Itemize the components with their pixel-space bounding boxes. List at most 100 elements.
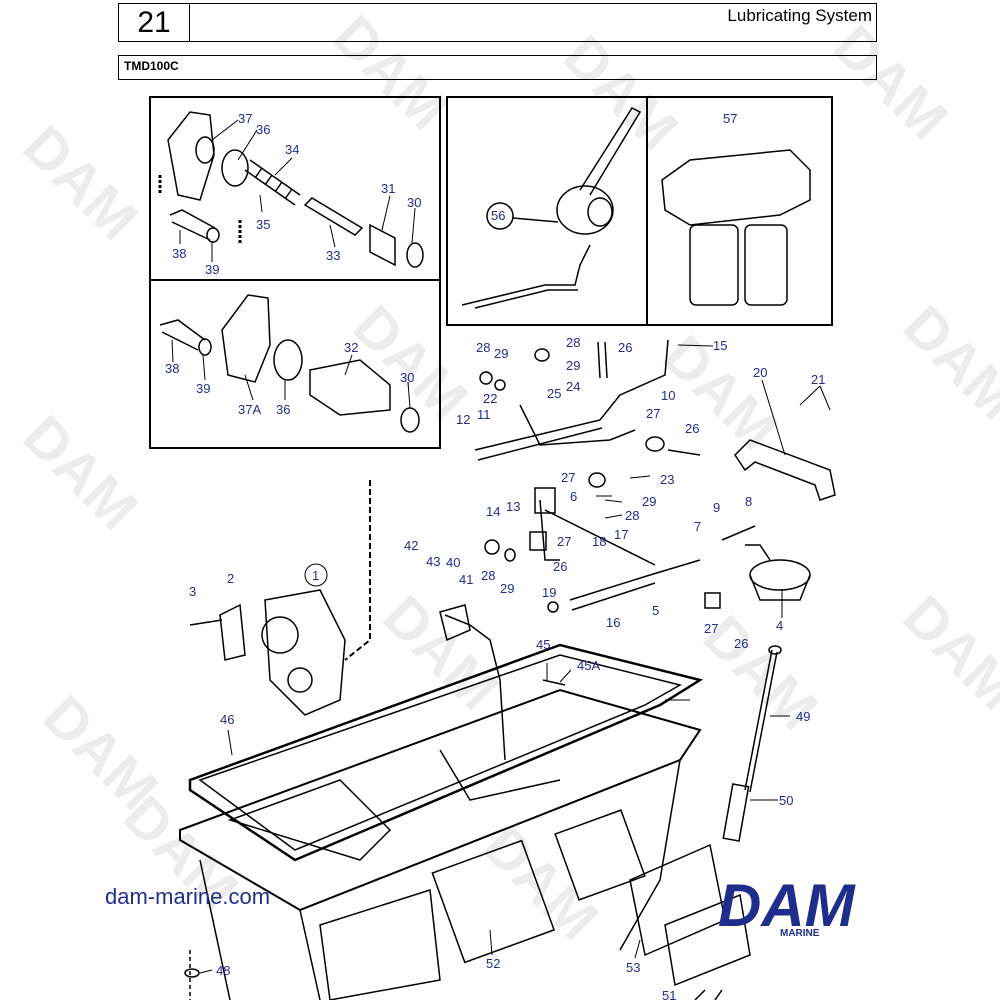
bracket-22 <box>519 404 636 446</box>
watermark: DAM <box>891 583 1000 722</box>
callout-label: 28 <box>566 335 580 350</box>
drain-plug-washer <box>184 968 200 978</box>
filter-can-2 <box>744 224 788 306</box>
oil-pump-gear-2 <box>287 667 313 693</box>
watermark-layer: DAM DAM DAM DAM DAM DAM DAM DAM DAM DAM … <box>11 3 1000 952</box>
pump-lever <box>579 107 642 196</box>
callout-circles <box>304 563 328 587</box>
oil-strainer <box>749 559 811 591</box>
valve-flange <box>167 111 215 201</box>
callout-label: 26 <box>618 340 632 355</box>
callout-label: 31 <box>381 181 395 196</box>
valve-flange-2 <box>221 294 271 383</box>
pump-line <box>461 244 591 309</box>
callout-label: 13 <box>506 499 520 514</box>
callout-label: 39 <box>205 262 219 277</box>
section-number: 21 <box>119 4 190 41</box>
callout-label: 18 <box>592 534 606 549</box>
callout-label: 46 <box>220 712 234 727</box>
pan-side-cover <box>319 889 441 1000</box>
bolt-26b <box>667 449 701 456</box>
callout-label: 1 <box>312 568 319 583</box>
watermark: DAM <box>11 403 150 542</box>
oil-pump-gear <box>261 616 299 654</box>
filter-can-1 <box>689 224 739 306</box>
callout-label: 30 <box>407 195 421 210</box>
inset-filter-frame <box>646 96 833 326</box>
inset-frames <box>149 96 833 449</box>
callout-label: 29 <box>494 346 508 361</box>
callout-label: 7 <box>694 519 701 534</box>
plunger <box>303 197 364 236</box>
callout-label: 25 <box>547 386 561 401</box>
callout-label: 53 <box>626 960 640 975</box>
dipstick-tube <box>722 783 750 842</box>
pipe-13 <box>544 509 656 566</box>
callout-label: 16 <box>606 615 620 630</box>
callout-label: 41 <box>459 572 473 587</box>
callout-label: 27 <box>561 470 575 485</box>
brand-word: DAM <box>718 874 857 939</box>
callout-label: 24 <box>566 379 580 394</box>
callout-label: 45 <box>536 637 550 652</box>
callout-label: 26 <box>553 559 567 574</box>
callout-label: 15 <box>713 338 727 353</box>
oil-pump-body <box>264 589 346 716</box>
bolt <box>169 209 216 241</box>
callout-label: 30 <box>400 370 414 385</box>
callout-label: 26 <box>685 421 699 436</box>
callout-label: 2 <box>227 571 234 586</box>
callout-label: 49 <box>796 709 810 724</box>
watermark: DAM <box>551 23 690 162</box>
dipstick <box>744 649 778 793</box>
pan-gasket <box>188 643 704 862</box>
callout-label: 8 <box>745 494 752 509</box>
callout-label: 48 <box>216 963 230 978</box>
bolt-45a <box>542 679 566 686</box>
callout-label: 36 <box>276 402 290 417</box>
watermark: DAM <box>371 583 510 722</box>
bolt-3 <box>189 619 223 626</box>
oil-pan-rim <box>179 688 702 912</box>
callout-label: 40 <box>446 555 460 570</box>
site-url: dam-marine.com <box>105 884 271 909</box>
washer-29 <box>504 548 516 562</box>
bushing-27c <box>588 472 606 488</box>
callout-label: 33 <box>326 248 340 263</box>
callout-label: 23 <box>660 472 674 487</box>
sleeve <box>369 223 396 267</box>
suction-pipe <box>444 614 506 761</box>
o-ring <box>221 149 249 187</box>
washer-small <box>479 371 493 385</box>
model-bar: TMD100C <box>118 55 877 80</box>
pump-cap <box>587 197 613 227</box>
callout-label: 22 <box>483 391 497 406</box>
header-bar: 21 Lubricating System <box>118 3 877 42</box>
block-6 <box>534 487 556 514</box>
callout-label: 11 <box>477 407 491 422</box>
callout-label: 34 <box>285 142 299 157</box>
nut-19 <box>547 601 559 613</box>
callout-label: 27 <box>646 406 660 421</box>
model-label: TMD100C <box>124 59 179 73</box>
callout-label: 50 <box>779 793 793 808</box>
callout-label: 36 <box>256 122 270 137</box>
brand-logo: DAM <box>718 874 857 939</box>
watermark: DAM <box>821 13 960 152</box>
callout-label: 27 <box>557 534 571 549</box>
callout-label: 20 <box>753 365 767 380</box>
callout-label: 45A <box>577 658 600 673</box>
watermark: DAM <box>11 113 150 252</box>
bolt-2 <box>159 319 206 351</box>
washer-2 <box>198 338 212 356</box>
page-title: Lubricating System <box>727 6 872 25</box>
pan-cover-right <box>554 809 646 901</box>
bushing-27 <box>645 436 665 452</box>
callout-label: 19 <box>542 585 556 600</box>
suction-flange <box>439 604 471 642</box>
callout-label: 5 <box>652 603 659 618</box>
callout-label: 43 <box>426 554 440 569</box>
pipe-16 <box>569 559 701 611</box>
callout-label: 38 <box>172 246 186 261</box>
